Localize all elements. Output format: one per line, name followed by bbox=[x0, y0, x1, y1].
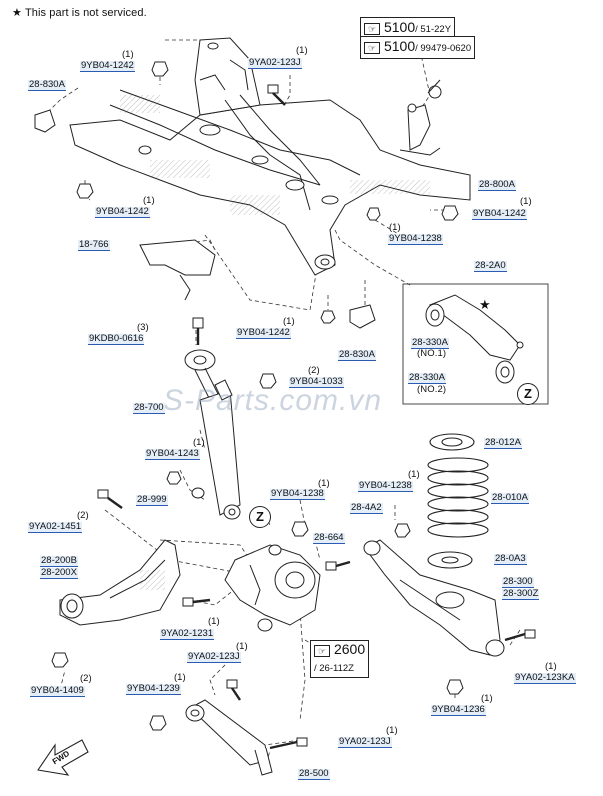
ref-box-2600[interactable]: ☞ 2600 / 26-112Z bbox=[310, 640, 370, 678]
qty: (1) bbox=[318, 478, 330, 489]
part-28-300[interactable]: 28-300 bbox=[502, 576, 534, 588]
part-9ya02-123j-mid[interactable]: 9YA02-123J bbox=[187, 651, 241, 663]
page-ref-icon: ☞ bbox=[364, 23, 381, 35]
part-28-300z[interactable]: 28-300Z bbox=[502, 588, 540, 600]
part-9yb04-1242-center[interactable]: 9YB04-1242 bbox=[236, 327, 291, 339]
bump-stop-drawing bbox=[191, 487, 205, 499]
part-9yb04-1242-right[interactable]: 9YB04-1242 bbox=[472, 208, 527, 220]
part-9yb04-1238-upper[interactable]: 9YB04-1238 bbox=[388, 233, 443, 245]
part-28-200b[interactable]: 28-200B bbox=[40, 555, 78, 567]
fwd-arrow-drawing bbox=[37, 739, 89, 776]
part-28-500[interactable]: 28-500 bbox=[298, 768, 330, 780]
qty: (2) bbox=[80, 673, 92, 684]
coil-spring-drawing bbox=[427, 433, 489, 569]
qty: (1) bbox=[545, 661, 557, 672]
page-ref-icon: ☞ bbox=[364, 42, 381, 54]
part-9yb04-1243[interactable]: 9YB04-1243 bbox=[145, 448, 200, 460]
lateral-arm-drawing bbox=[59, 539, 181, 626]
part-28-0a3[interactable]: 28-0A3 bbox=[494, 553, 527, 565]
part-9yb04-1033[interactable]: 9YB04-1033 bbox=[289, 376, 344, 388]
part-9yb04-1242-left[interactable]: 9YB04-1242 bbox=[95, 206, 150, 218]
toe-link-drawing bbox=[185, 699, 273, 776]
part-note: (NO.1) bbox=[417, 348, 447, 359]
part-9ya02-1231[interactable]: 9YA02-1231 bbox=[160, 628, 215, 640]
watermark-text: S-Parts.com.vn bbox=[163, 384, 383, 417]
ref-code: / 99479-0620 bbox=[415, 43, 472, 54]
part-9yb04-1236[interactable]: 9YB04-1236 bbox=[431, 704, 486, 716]
ref-num: 2600 bbox=[333, 641, 366, 657]
part-note: (NO.2) bbox=[417, 384, 447, 395]
part-28-800a[interactable]: 28-800A bbox=[478, 179, 516, 191]
qty: (1) bbox=[208, 616, 220, 627]
part-28-200x[interactable]: 28-200X bbox=[40, 567, 78, 579]
part-28-830a-right[interactable]: 28-830A bbox=[338, 349, 376, 361]
part-9yb04-1242-top[interactable]: 9YB04-1242 bbox=[80, 60, 135, 72]
qty: (1) bbox=[236, 641, 248, 652]
nut-drawings bbox=[51, 61, 464, 731]
qty: (1) bbox=[520, 196, 532, 207]
ref-code: / 51-22Y bbox=[415, 24, 452, 35]
ref-box-5100-a[interactable]: ☞ 5100/ 51-22Y bbox=[360, 17, 456, 40]
part-9ya02-123j-bottom[interactable]: 9YA02-123J bbox=[338, 736, 392, 748]
subgroup-box bbox=[402, 283, 549, 405]
notice-text: This part is not serviced. bbox=[24, 7, 147, 19]
part-28-4a2[interactable]: 28-4A2 bbox=[350, 502, 383, 514]
part-9ya02-123ka[interactable]: 9YA02-123KA bbox=[514, 672, 576, 684]
part-28-999[interactable]: 28-999 bbox=[136, 494, 168, 506]
qty: (2) bbox=[77, 510, 89, 521]
qty: (1) bbox=[283, 316, 295, 327]
qty: (1) bbox=[389, 222, 401, 233]
part-9yb04-1409[interactable]: 9YB04-1409 bbox=[30, 685, 85, 697]
lower-arm-drawing bbox=[363, 539, 505, 657]
star-icon: ★ bbox=[12, 7, 22, 19]
circle-ref-z-lower[interactable]: Z bbox=[249, 506, 271, 528]
qty: (1) bbox=[296, 45, 308, 56]
crossmember-drawing bbox=[69, 37, 471, 276]
part-9yb04-1238-spring[interactable]: 9YB04-1238 bbox=[358, 480, 413, 492]
part-9ya02-1451[interactable]: 9YA02-1451 bbox=[28, 521, 83, 533]
knuckle-drawing bbox=[224, 544, 321, 632]
circle-ref-z-upper[interactable]: Z bbox=[517, 383, 539, 405]
bolt-drawings bbox=[97, 84, 536, 750]
stabilizer-link-drawing bbox=[399, 79, 442, 156]
qty: (3) bbox=[137, 322, 149, 333]
part-28-330a-no2[interactable]: 28-330A bbox=[408, 372, 446, 384]
qty: (1) bbox=[408, 469, 420, 480]
part-28-830a-left[interactable]: 28-830A bbox=[28, 79, 66, 91]
qty: (1) bbox=[143, 195, 155, 206]
shock-absorber-drawing bbox=[184, 349, 241, 520]
part-18-766[interactable]: 18-766 bbox=[78, 239, 110, 251]
part-9yb04-1239[interactable]: 9YB04-1239 bbox=[126, 683, 181, 695]
part-28-010a[interactable]: 28-010A bbox=[491, 492, 529, 504]
part-28-700[interactable]: 28-700 bbox=[133, 402, 165, 414]
bracket-drawings bbox=[34, 109, 376, 329]
qty: (1) bbox=[481, 693, 493, 704]
part-9kdb0-0616[interactable]: 9KDB0-0616 bbox=[88, 333, 145, 345]
not-serviced-notice: ★ This part is not serviced. bbox=[12, 7, 147, 19]
part-28-664[interactable]: 28-664 bbox=[313, 532, 345, 544]
page-ref-icon: ☞ bbox=[314, 645, 331, 657]
upper-arm-drawing bbox=[425, 294, 524, 384]
part-28-012a[interactable]: 28-012A bbox=[484, 437, 522, 449]
qty: (1) bbox=[386, 725, 398, 736]
ref-num: 5100 bbox=[383, 38, 416, 54]
part-9ya02-123j-top[interactable]: 9YA02-123J bbox=[248, 57, 302, 69]
ref-num: 5100 bbox=[383, 19, 416, 35]
qty: (1) bbox=[193, 437, 205, 448]
part-28-330a-no1[interactable]: 28-330A bbox=[411, 337, 449, 349]
ref-box-5100-b[interactable]: ☞ 5100/ 99479-0620 bbox=[360, 36, 476, 59]
part-9yb04-1238-mid[interactable]: 9YB04-1238 bbox=[270, 488, 325, 500]
ref-code: / 26-112Z bbox=[314, 663, 354, 674]
qty: (2) bbox=[308, 365, 320, 376]
part-28-2a0[interactable]: 28-2A0 bbox=[474, 260, 507, 272]
qty: (1) bbox=[174, 672, 186, 683]
not-serviced-star-icon: ★ bbox=[479, 297, 491, 312]
qty: (1) bbox=[122, 49, 134, 60]
